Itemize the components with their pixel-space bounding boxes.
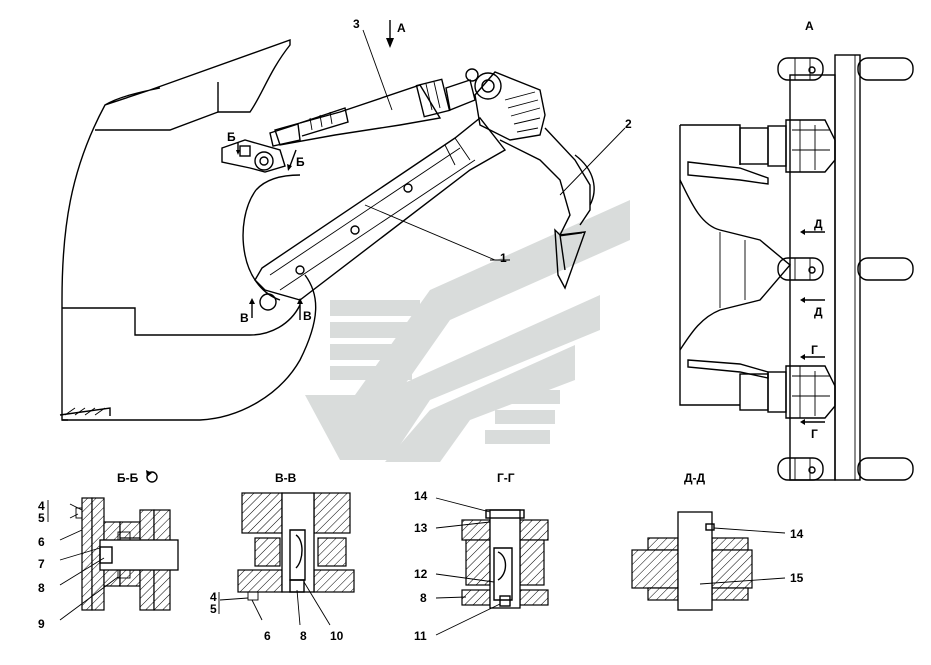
- section-g-label-top: Г: [811, 343, 818, 357]
- view-a-title: А: [805, 19, 814, 33]
- section-v-label-left: В: [240, 311, 249, 325]
- section-g-label-bottom: Г: [811, 427, 818, 441]
- section-b-label-right: Б: [296, 155, 305, 169]
- section-bb: [59, 497, 179, 621]
- section-vv: [219, 492, 355, 626]
- callout-3: 3: [353, 17, 360, 31]
- bb-callout-5: 5: [38, 511, 45, 525]
- gg-callout-12: 12: [414, 567, 428, 581]
- section-a-label: А: [397, 21, 406, 35]
- section-b-markers: [236, 142, 297, 171]
- vv-callout-10: 10: [330, 629, 344, 643]
- section-vv-title: В-В: [275, 471, 297, 485]
- section-gg-title: Г-Г: [497, 471, 515, 485]
- bb-callout-9: 9: [38, 617, 45, 631]
- section-v-label-right: В: [303, 309, 312, 323]
- section-dd-title: Д-Д: [684, 471, 706, 485]
- gg-callout-13: 13: [414, 521, 428, 535]
- vv-callout-8: 8: [300, 629, 307, 643]
- callout-2: 2: [625, 117, 632, 131]
- gg-callout-11: 11: [414, 629, 427, 643]
- section-d-g-markers: [800, 229, 825, 425]
- section-dd: [631, 511, 786, 611]
- section-d-label-top: Д: [814, 217, 823, 231]
- section-bb-title: Б-Б: [117, 471, 139, 485]
- bb-callout-8: 8: [38, 581, 45, 595]
- callout-1: 1: [500, 251, 507, 265]
- section-a-arrow: [386, 20, 394, 48]
- bb-callout-6: 6: [38, 535, 45, 549]
- vv-callout-6: 6: [264, 629, 271, 643]
- bb-callout-7: 7: [38, 557, 45, 571]
- view-a: [679, 54, 914, 481]
- section-v-markers: [249, 298, 303, 320]
- dd-callout-15: 15: [790, 571, 804, 585]
- bb-callout-4: 4: [38, 499, 45, 513]
- vv-callout-5: 5: [210, 602, 217, 616]
- gg-callout-14: 14: [414, 489, 428, 503]
- gg-callout-8: 8: [420, 591, 427, 605]
- section-b-label-left: Б: [227, 130, 236, 144]
- main-side-view: [59, 29, 626, 421]
- watermark-logo: [305, 200, 630, 462]
- section-bb-rotate-icon: [146, 470, 158, 483]
- dd-callout-14: 14: [790, 527, 804, 541]
- section-d-label-bottom: Д: [814, 305, 823, 319]
- section-gg: [435, 497, 549, 636]
- vv-callout-4: 4: [210, 590, 217, 604]
